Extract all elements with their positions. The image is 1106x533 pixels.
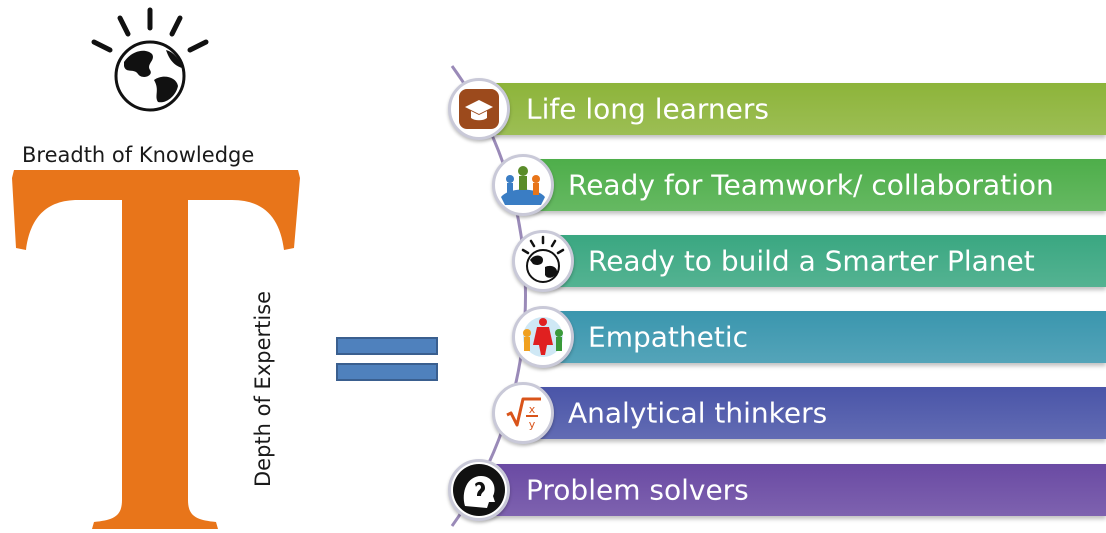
teamwork-people-icon (492, 154, 554, 216)
list-item-life-long-learners: Life long learners (478, 83, 1106, 135)
svg-text:y: y (529, 418, 536, 431)
item-label: Analytical thinkers (568, 396, 828, 430)
item-label: Ready for Teamwork/ collaboration (568, 168, 1054, 202)
hands-around-globe-icon (512, 306, 574, 368)
item-label: Empathetic (588, 320, 749, 354)
item-label: Problem solvers (526, 473, 749, 507)
depth-of-expertise-label: Depth of Expertise (251, 290, 275, 487)
graduation-cap-icon (448, 78, 510, 140)
list-item-problem-solvers: Problem solvers (478, 464, 1106, 516)
globe-with-rays-icon (80, 4, 220, 114)
head-with-idea-icon (448, 459, 510, 521)
item-label: Life long learners (526, 92, 769, 126)
svg-text:x: x (529, 403, 536, 416)
equals-icon (336, 336, 438, 384)
square-root-icon: x y (492, 382, 554, 444)
list-item-analytical-thinkers: Analytical thinkers (520, 387, 1106, 439)
list-item-smarter-planet: Ready to build a Smarter Planet (540, 235, 1106, 287)
list-item-teamwork: Ready for Teamwork/ collaboration (520, 159, 1106, 211)
big-letter-t (10, 170, 300, 529)
smarter-planet-globe-icon (512, 230, 574, 292)
list-item-empathetic: Empathetic (540, 311, 1106, 363)
item-label: Ready to build a Smarter Planet (588, 244, 1035, 278)
breadth-of-knowledge-label: Breadth of Knowledge (22, 143, 255, 167)
